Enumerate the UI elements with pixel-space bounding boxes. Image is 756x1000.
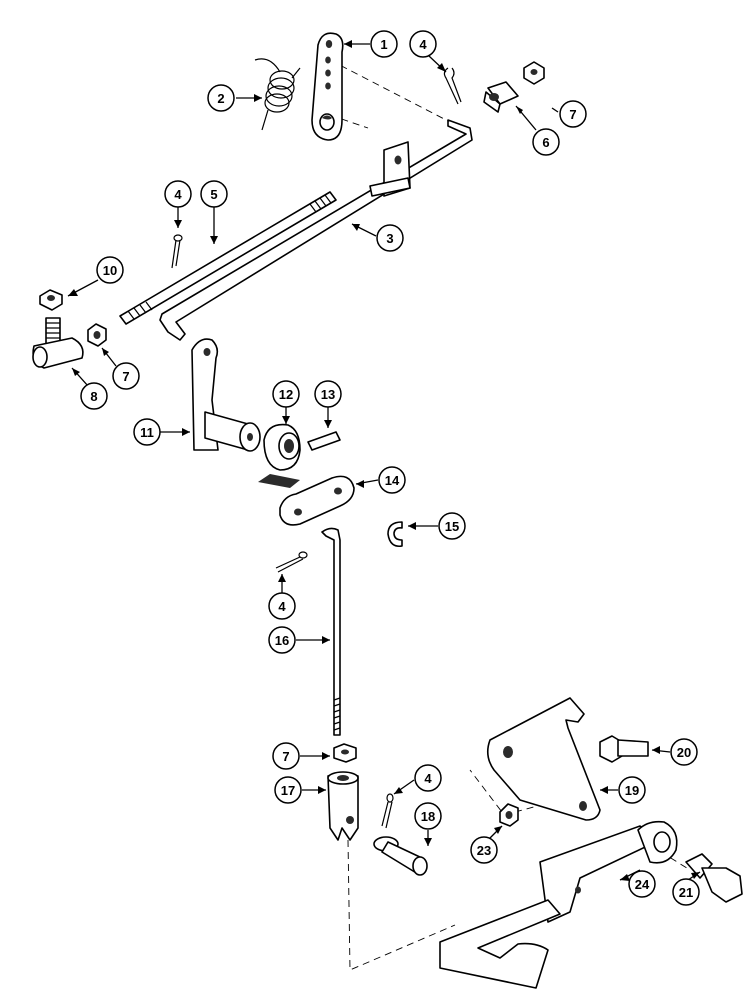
hex-nut-10 (39, 289, 63, 311)
bracket (486, 697, 601, 821)
callout-2: 2 (207, 84, 235, 112)
swivel-block (32, 317, 84, 369)
callout-3: 3 (376, 224, 404, 252)
callout-19: 19 (618, 776, 646, 804)
callout-4-middle-label: 4 (174, 187, 182, 202)
hex-nut-top (523, 61, 545, 85)
bolt-21 (685, 853, 743, 903)
pedal (439, 820, 678, 989)
callout-4-right-label: 4 (424, 771, 432, 786)
barrel-nut (483, 81, 519, 113)
callout-17: 17 (274, 776, 302, 804)
callout-7-lower-label: 7 (282, 749, 289, 764)
link-plate (279, 475, 355, 526)
torsion-spring (254, 58, 301, 131)
callout-16: 16 (268, 626, 296, 654)
callout-1: 1 (370, 30, 398, 58)
callout-4-middle: 4 (164, 180, 192, 208)
bent-rod (159, 119, 473, 341)
cotter-pin-top (443, 67, 462, 105)
callout-16-label: 16 (275, 633, 289, 648)
callout-23: 23 (470, 836, 498, 864)
threaded-rod (119, 191, 337, 325)
callout-18-label: 18 (421, 809, 435, 824)
callout-20-label: 20 (677, 745, 691, 760)
callout-19-label: 19 (625, 783, 639, 798)
callout-4-top-label: 4 (419, 37, 427, 52)
threaded-rod-long (321, 527, 341, 736)
hex-nut-middle (87, 323, 107, 347)
callout-7-top-label: 7 (569, 107, 576, 122)
bushing (258, 423, 301, 488)
callout-7-middle: 7 (112, 362, 140, 390)
callout-23-label: 23 (477, 843, 491, 858)
lever-plate (311, 32, 344, 141)
callout-6: 6 (532, 128, 560, 156)
callout-7-lower: 7 (272, 742, 300, 770)
callout-4-right: 4 (414, 764, 442, 792)
callout-21-label: 21 (679, 885, 693, 900)
callout-10: 10 (96, 256, 124, 284)
callout-8: 8 (80, 382, 108, 410)
callout-11: 11 (133, 418, 161, 446)
callout-7-top: 7 (559, 100, 587, 128)
callout-13-label: 13 (321, 387, 335, 402)
clevis-pin (373, 836, 428, 876)
callout-6-label: 6 (542, 135, 549, 150)
callout-3-label: 3 (386, 231, 393, 246)
callout-13: 13 (314, 380, 342, 408)
callout-4-lower: 4 (268, 592, 296, 620)
lever-shaft (191, 338, 261, 452)
callout-7-middle-label: 7 (122, 369, 129, 384)
cotter-pin-right (381, 793, 394, 829)
cotter-pin-lower (275, 551, 308, 573)
callout-14-label: 14 (385, 473, 400, 488)
callout-24-label: 24 (635, 877, 650, 892)
callout-24: 24 (628, 870, 656, 898)
callout-2-label: 2 (217, 91, 224, 106)
callout-5: 5 (200, 180, 228, 208)
callout-21: 21 (672, 878, 700, 906)
callout-8-label: 8 (90, 389, 97, 404)
retaining-clip (387, 521, 403, 548)
callout-15: 15 (438, 512, 466, 540)
hex-nut-23 (499, 803, 519, 827)
callout-18: 18 (414, 802, 442, 830)
clevis (327, 771, 359, 841)
hex-nut-lower (333, 743, 357, 763)
leader-arrows (67, 40, 701, 881)
bolt-20 (599, 735, 649, 763)
cotter-pin-middle (171, 234, 183, 269)
callout-10-label: 10 (103, 263, 117, 278)
callout-5-label: 5 (210, 187, 217, 202)
callout-12-label: 12 (279, 387, 293, 402)
callout-4-lower-label: 4 (278, 599, 286, 614)
callout-20: 20 (670, 738, 698, 766)
callout-4-top: 4 (409, 30, 437, 58)
callout-12: 12 (272, 380, 300, 408)
callout-1-label: 1 (380, 37, 387, 52)
callout-11-label: 11 (140, 425, 154, 440)
callout-14: 14 (378, 466, 406, 494)
callout-17-label: 17 (281, 783, 295, 798)
callout-15-label: 15 (445, 519, 459, 534)
roll-pin (307, 431, 341, 451)
